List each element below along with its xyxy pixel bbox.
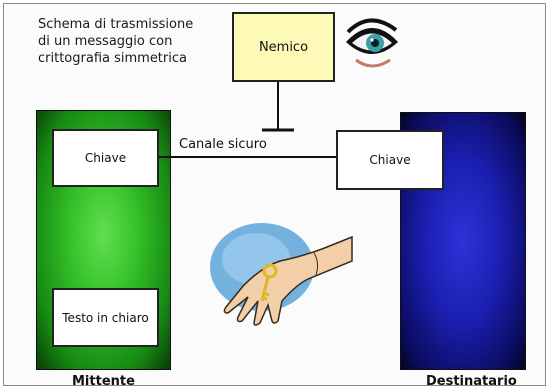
hand-with-key-icon: [204, 209, 354, 329]
sender-name: Mittente: [72, 374, 135, 386]
secure-channel-label: Canale sicuro: [179, 137, 267, 152]
sender-key-label: Chiave: [85, 151, 126, 165]
sender-key-box: Chiave: [52, 129, 159, 187]
plaintext-label: Testo in chiaro: [62, 311, 148, 325]
enemy-box: Nemico: [232, 12, 335, 82]
enemy-label: Nemico: [259, 40, 308, 55]
plaintext-box: Testo in chiaro: [52, 288, 159, 347]
eye-icon: [342, 16, 402, 72]
receiver-name: Destinatario: [426, 374, 517, 386]
receiver-key-label: Chiave: [369, 153, 410, 167]
diagram-frame: Schema di trasmissione di un messaggio c…: [3, 3, 546, 386]
receiver-key-box: Chiave: [336, 130, 444, 190]
